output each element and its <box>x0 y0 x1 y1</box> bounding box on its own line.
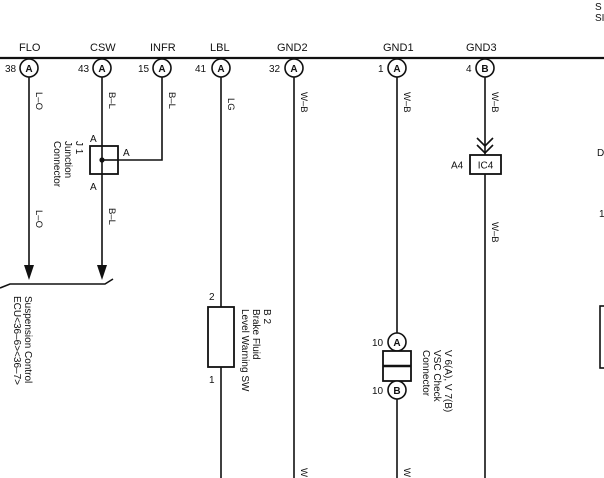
signal-label-gnd1: GND1 <box>383 42 414 54</box>
edge-partial-box <box>599 305 604 369</box>
junction-label-line1: J 1 <box>73 141 84 155</box>
signal-label-gnd2: GND2 <box>277 42 308 54</box>
edge-text-s: S <box>595 2 602 13</box>
brake-switch-label-line1: B 2 <box>261 309 272 324</box>
wire-color-lbl: LG <box>225 98 236 111</box>
pin-number-gnd1: 1 <box>378 64 384 75</box>
pin-number-gnd3: 4 <box>466 64 472 75</box>
vsc-label-line1: V 6(A), V 7(B) <box>442 350 453 412</box>
suspension-label-line2: ECU<36–6><36–7> <box>11 296 22 385</box>
junction-pin-bottom: A <box>90 182 97 193</box>
connector-letter-infr: A <box>158 64 165 75</box>
brake-switch-pin-top: 2 <box>209 292 215 303</box>
wire-color-infr: B–L <box>166 92 177 109</box>
wire-color-gnd2: W–B <box>298 92 309 113</box>
wire-color-csw-lower: B–L <box>106 208 117 225</box>
pin-number-csw: 43 <box>78 64 90 75</box>
wire-color-flo: L–O <box>33 92 44 110</box>
vsc-connector-bottom: B <box>387 380 407 400</box>
brake-switch-label-line3: Level Warning SW <box>239 309 250 392</box>
connector-csw: A <box>92 58 112 78</box>
brake-switch-label-line2: Brake Fluid <box>250 309 261 360</box>
vsc-connector-letter-top: A <box>393 338 400 349</box>
brake-fluid-switch-box <box>207 306 235 368</box>
ic4-pin: A4 <box>451 161 464 172</box>
signal-label-infr: INFR <box>150 42 176 54</box>
pin-number-lbl: 41 <box>195 64 207 75</box>
vsc-label-line3: Connector <box>420 350 431 397</box>
suspension-label-line1: Suspension Control <box>22 296 33 383</box>
connector-letter-gnd3: B <box>481 64 488 75</box>
connector-letter-lbl: A <box>217 64 224 75</box>
arrow-flo <box>24 265 34 280</box>
connector-flo: A <box>19 58 39 78</box>
junction-pin-right: A <box>123 148 130 159</box>
signal-label-flo: FLO <box>19 42 41 54</box>
vsc-connector-top: A <box>387 332 407 352</box>
ic4-chevron-1 <box>476 137 494 148</box>
pin-number-gnd2: 32 <box>269 64 281 75</box>
wire-color-gnd2-bottom: W <box>298 468 309 477</box>
signal-label-gnd3: GND3 <box>466 42 497 54</box>
ic4-label: IC4 <box>478 161 494 172</box>
wire-color-gnd1: W–B <box>401 92 412 113</box>
connector-infr: A <box>152 58 172 78</box>
pin-number-flo: 38 <box>5 64 17 75</box>
junction-label-line2: Junction <box>62 141 73 178</box>
ic4-chevron-2 <box>476 144 494 155</box>
vsc-connector-letter-bottom: B <box>393 386 400 397</box>
arrow-csw <box>97 265 107 280</box>
signal-label-lbl: LBL <box>210 42 230 54</box>
vsc-pin-top: 10 <box>372 338 384 349</box>
wire-infr <box>118 77 163 161</box>
suspension-ecu-bracket <box>0 278 114 289</box>
signal-label-csw: CSW <box>90 42 116 54</box>
edge-text-d: D <box>597 148 604 159</box>
connector-letter-gnd2: A <box>290 64 297 75</box>
junction-pin-top: A <box>90 134 97 145</box>
connector-letter-gnd1: A <box>393 64 400 75</box>
connector-letter-flo: A <box>25 64 32 75</box>
vsc-label-line2: VSC Check <box>431 350 442 403</box>
wire-color-gnd3: W–B <box>489 92 500 113</box>
brake-switch-pin-bottom: 1 <box>209 375 215 386</box>
connector-gnd3: B <box>475 58 495 78</box>
connector-lbl: A <box>211 58 231 78</box>
wire-color-csw: B–L <box>106 92 117 109</box>
vsc-pin-bottom: 10 <box>372 386 384 397</box>
wire-color-gnd3-lower: W–B <box>489 222 500 243</box>
edge-text-1: 1 <box>599 209 604 220</box>
wire-color-gnd1-bottom: W <box>401 468 412 477</box>
pin-number-infr: 15 <box>138 64 150 75</box>
wire-color-flo-lower: L–O <box>33 210 44 228</box>
connector-letter-csw: A <box>98 64 105 75</box>
connector-gnd2: A <box>284 58 304 78</box>
junction-label-line3: Connector <box>51 141 62 188</box>
edge-text-si: SI <box>595 13 604 24</box>
connector-gnd1: A <box>387 58 407 78</box>
